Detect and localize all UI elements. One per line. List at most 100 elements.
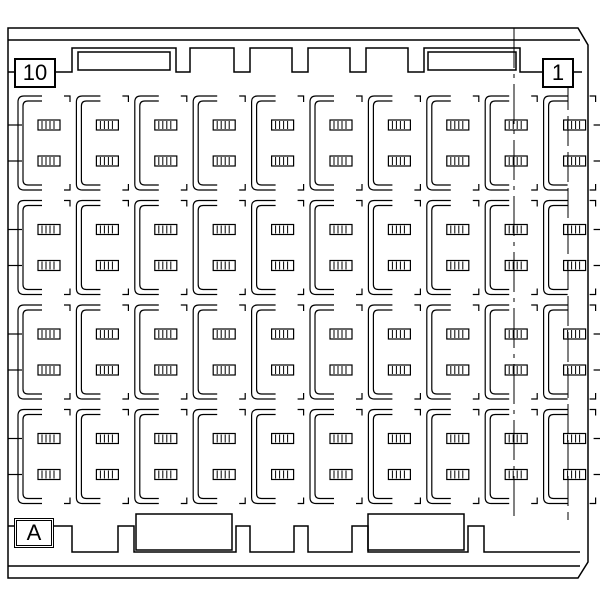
terminal-window bbox=[271, 432, 295, 445]
terminal-window bbox=[562, 328, 587, 340]
terminal-window bbox=[562, 155, 587, 167]
terminal-window bbox=[329, 432, 353, 445]
cavity-cell bbox=[251, 408, 305, 505]
terminal-window bbox=[387, 259, 411, 272]
terminal-window bbox=[154, 223, 178, 236]
terminal-window bbox=[562, 223, 587, 236]
cavity-cell bbox=[367, 304, 421, 400]
cavity-cell bbox=[484, 304, 538, 400]
terminal-window bbox=[212, 328, 236, 340]
terminal-window bbox=[504, 364, 528, 376]
terminal-window bbox=[154, 364, 178, 376]
terminal-window bbox=[562, 119, 587, 131]
terminal-window bbox=[387, 328, 411, 340]
cavity-cell bbox=[75, 199, 129, 296]
cavity-cell bbox=[8, 304, 71, 400]
terminal-window bbox=[37, 468, 61, 481]
cavity-cell bbox=[426, 199, 480, 296]
cavity-cell bbox=[309, 304, 363, 400]
terminal-window bbox=[37, 432, 61, 445]
cavity-cell bbox=[192, 304, 246, 400]
housing-outline bbox=[7, 27, 589, 579]
terminal-window bbox=[95, 364, 120, 376]
terminal-window bbox=[387, 432, 411, 445]
cavity-cell bbox=[543, 408, 600, 505]
terminal-window bbox=[95, 259, 120, 272]
terminal-window bbox=[37, 155, 61, 167]
terminal-window bbox=[562, 259, 587, 272]
cavity-cell bbox=[309, 95, 363, 191]
terminal-window bbox=[562, 364, 587, 376]
cavity-cell bbox=[426, 95, 480, 191]
terminal-window bbox=[212, 119, 236, 131]
terminal-window bbox=[329, 468, 353, 481]
cavity-cell bbox=[484, 199, 538, 296]
terminal-window bbox=[446, 155, 470, 167]
terminal-window bbox=[95, 468, 120, 481]
cavity-cell bbox=[484, 408, 538, 505]
terminal-window bbox=[504, 119, 528, 131]
terminal-window bbox=[504, 259, 528, 272]
terminal-window bbox=[271, 468, 295, 481]
terminal-window bbox=[329, 364, 353, 376]
terminal-window bbox=[154, 259, 178, 272]
terminal-window bbox=[154, 119, 178, 131]
terminal-window bbox=[387, 468, 411, 481]
cavity-cell bbox=[367, 95, 421, 191]
cavity-cell bbox=[75, 408, 129, 505]
terminal-window bbox=[271, 364, 295, 376]
terminal-window bbox=[95, 432, 120, 445]
terminal-window bbox=[271, 119, 295, 131]
terminal-window bbox=[387, 119, 411, 131]
terminal-window bbox=[446, 432, 470, 445]
terminal-window bbox=[329, 259, 353, 272]
terminal-window bbox=[446, 328, 470, 340]
terminal-window bbox=[271, 223, 295, 236]
cavity-cell bbox=[367, 199, 421, 296]
terminal-window bbox=[212, 364, 236, 376]
cavity-cell bbox=[543, 304, 600, 400]
terminal-window bbox=[154, 328, 178, 340]
terminal-window bbox=[329, 223, 353, 236]
terminal-window bbox=[329, 119, 353, 131]
cavity-cell bbox=[251, 95, 305, 191]
cavity-cell bbox=[543, 95, 600, 191]
terminal-window bbox=[95, 155, 120, 167]
terminal-window bbox=[562, 468, 587, 481]
position-label-left: 10 bbox=[14, 58, 56, 88]
terminal-window bbox=[154, 432, 178, 445]
terminal-window bbox=[154, 155, 178, 167]
terminal-window bbox=[562, 432, 587, 445]
terminal-window bbox=[37, 259, 61, 272]
terminal-window bbox=[271, 328, 295, 340]
terminal-window bbox=[37, 364, 61, 376]
cavity-cell bbox=[426, 408, 480, 505]
terminal-window bbox=[446, 468, 470, 481]
terminal-window bbox=[504, 223, 528, 236]
cavity-cell bbox=[134, 408, 188, 505]
cavity-cell bbox=[251, 199, 305, 296]
terminal-window bbox=[212, 259, 236, 272]
terminal-window bbox=[37, 119, 61, 131]
cavity-grid bbox=[8, 95, 600, 505]
cavity-cell bbox=[192, 199, 246, 296]
position-label-right: 1 bbox=[542, 58, 574, 88]
terminal-window bbox=[37, 328, 61, 340]
terminal-window bbox=[446, 119, 470, 131]
cavity-cell bbox=[251, 304, 305, 400]
cavity-cell bbox=[309, 408, 363, 505]
terminal-window bbox=[212, 432, 236, 445]
terminal-window bbox=[329, 155, 353, 167]
terminal-window bbox=[212, 468, 236, 481]
terminal-window bbox=[154, 468, 178, 481]
terminal-window bbox=[504, 155, 528, 167]
terminal-window bbox=[271, 259, 295, 272]
cavity-cell bbox=[75, 95, 129, 191]
terminal-window bbox=[95, 328, 120, 340]
cavity-cell bbox=[484, 95, 538, 191]
terminal-window bbox=[387, 155, 411, 167]
cavity-cell bbox=[134, 199, 188, 296]
terminal-window bbox=[329, 328, 353, 340]
cavity-cell bbox=[367, 408, 421, 505]
